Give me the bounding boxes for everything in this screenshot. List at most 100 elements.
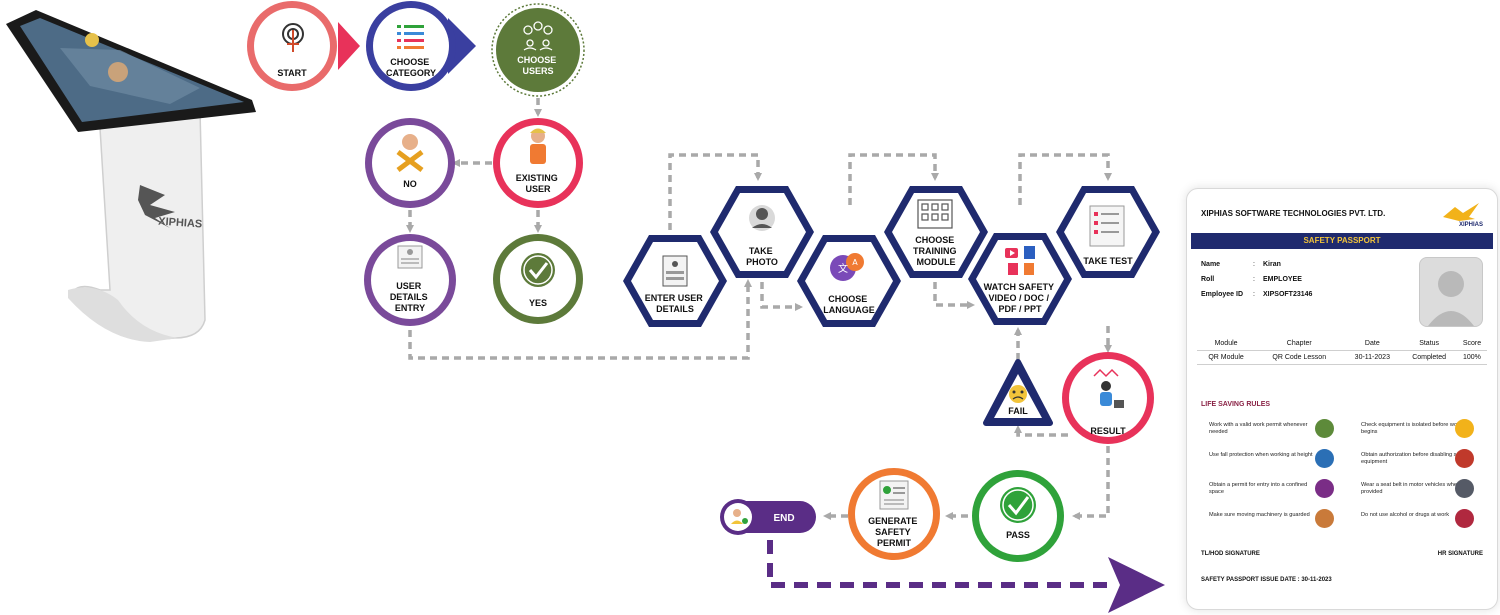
table-header: Status xyxy=(1419,340,1440,347)
choose-training-module-node[interactable]: CHOOSE TRAINING MODULE xyxy=(884,186,988,278)
pass-check-icon xyxy=(1000,487,1036,523)
svg-text:PASS: PASS xyxy=(1006,530,1030,540)
final-connector xyxy=(767,540,1165,613)
avatar-placeholder-icon xyxy=(1428,271,1474,326)
table-cell: Completed xyxy=(1401,350,1457,365)
svg-text:CHOOSE USERS: CHOOSE USERS xyxy=(517,55,559,76)
rule-item: Do not use alcohol or drugs at work xyxy=(1361,512,1449,518)
svg-text:YES: YES xyxy=(529,298,547,308)
rule-item: Check equipment is isolated before work … xyxy=(1361,422,1462,435)
start-label: START xyxy=(277,68,307,78)
table-header: Score xyxy=(1462,340,1482,347)
watch-safety-node[interactable]: WATCH SAFETY VIDEO / DOC / PDF / PPT xyxy=(968,233,1072,325)
choose-users-label-2: USERS xyxy=(522,66,553,76)
table-header: Chapter xyxy=(1286,340,1312,347)
no-node[interactable]: NO xyxy=(365,118,455,208)
svg-text:NO: NO xyxy=(403,179,417,189)
start-node[interactable]: START xyxy=(247,1,360,91)
choose-category-node[interactable]: CHOOSE CATEGORY xyxy=(366,1,476,91)
hod-signature-label: TL/HOD SIGNATURE xyxy=(1201,551,1260,557)
passport-photo xyxy=(1419,257,1483,327)
choose-category-label-1: CHOOSE xyxy=(390,57,429,67)
big-arrow-head xyxy=(1108,557,1165,613)
user-details-entry-node[interactable]: USER DETAILS ENTRY xyxy=(364,234,456,326)
isolation-icon xyxy=(1455,419,1474,438)
svg-text:CHOOSE LANGUAGE: CHOOSE LANGUAGE xyxy=(823,294,875,315)
media-files-icon xyxy=(1005,246,1035,275)
rule-item: Obtain a permit for entry into a confine… xyxy=(1209,482,1308,495)
list-icon xyxy=(397,25,424,49)
existing-user-label-2: USER xyxy=(525,184,551,194)
choose-category-label-2: CATEGORY xyxy=(386,68,436,78)
seat-belt-icon xyxy=(1455,479,1474,498)
result-node[interactable]: RESULT xyxy=(1062,352,1154,444)
choose-language-node[interactable]: 文 A CHOOSE LANGUAGE xyxy=(797,235,901,327)
fall-protection-icon xyxy=(1315,449,1334,468)
take-test-label: TAKE TEST xyxy=(1083,256,1133,266)
take-test-node[interactable]: TAKE TEST xyxy=(1056,186,1160,278)
svg-text:GENERATE SAFETY PE: GENERATE SAFETY PERMIT xyxy=(868,516,920,548)
generate-label-3: PERMIT xyxy=(877,538,912,548)
svg-text:ENTER USER DETAILS: ENTER USER DETAILS xyxy=(645,293,706,314)
passport-company: XIPHIAS SOFTWARE TECHNOLOGIES PVT. LTD. xyxy=(1201,209,1386,218)
users-icon xyxy=(523,21,553,51)
svg-text:USER DETAILS ENTRY: USER DETAILS ENTRY xyxy=(390,281,430,313)
fail-label: FAIL xyxy=(1008,406,1028,416)
choose-training-label-2: TRAINING xyxy=(913,246,957,256)
info-label: Employee ID xyxy=(1201,291,1244,298)
table-header: Module xyxy=(1214,340,1238,347)
touch-icon xyxy=(282,23,304,52)
table-row: QR Module QR Code Lesson 30-11-2023 Comp… xyxy=(1197,350,1487,365)
rule-item: Wear a seat belt in motor vehicles when … xyxy=(1361,482,1461,495)
user-details-entry-label-2: DETAILS xyxy=(390,292,428,302)
take-photo-node[interactable]: TAKE PHOTO xyxy=(710,186,814,278)
passport-table: Module Chapter Date Status Score QR Modu… xyxy=(1197,337,1487,365)
worker-icon xyxy=(530,128,546,164)
svg-text:START: START xyxy=(277,68,307,78)
rule-item: Obtain authorization before disabling sa… xyxy=(1361,452,1469,465)
watch-safety-label-2: VIDEO / DOC / xyxy=(988,293,1049,303)
user-details-entry-label-1: USER xyxy=(396,281,422,291)
svg-text:FAIL: FAIL xyxy=(1008,406,1028,416)
fail-node[interactable]: FAIL xyxy=(983,359,1053,426)
translate-icon: 文 A xyxy=(830,253,864,281)
choose-language-label-1: CHOOSE xyxy=(828,294,867,304)
login-form-icon xyxy=(662,255,688,287)
choose-training-label-3: MODULE xyxy=(917,257,956,267)
yes-node[interactable]: YES xyxy=(493,234,583,324)
check-icon xyxy=(521,253,555,287)
enter-user-details-label-1: ENTER USER xyxy=(645,293,704,303)
rule-item: Make sure moving machinery is guarded xyxy=(1209,512,1310,518)
end-node[interactable]: END xyxy=(720,499,816,535)
pass-label: PASS xyxy=(1006,530,1030,540)
user-details-entry-label-3: ENTRY xyxy=(395,303,425,313)
yes-label: YES xyxy=(529,298,547,308)
issue-date: SAFETY PASSPORT ISSUE DATE : 30-11-2023 xyxy=(1201,577,1332,583)
confined-space-icon xyxy=(1315,479,1334,498)
enter-user-details-label-2: DETAILS xyxy=(656,304,694,314)
existing-user-node[interactable]: EXISTING USER xyxy=(493,118,583,208)
generate-label-1: GENERATE xyxy=(868,516,917,526)
cross-arms-icon xyxy=(396,134,424,172)
result-person-icon xyxy=(1093,368,1124,408)
svg-text:RESULT: RESULT xyxy=(1090,426,1126,436)
end-person-icon xyxy=(731,509,748,524)
table-header: Date xyxy=(1364,340,1380,347)
info-value: Kiran xyxy=(1263,261,1281,268)
choose-users-node[interactable]: CHOOSE USERS xyxy=(491,3,585,97)
hr-signature-label: HR SIGNATURE xyxy=(1437,551,1483,557)
generate-safety-permit-node[interactable]: GENERATE SAFETY PERMIT xyxy=(848,468,940,560)
result-label: RESULT xyxy=(1090,426,1126,436)
take-photo-label-1: TAKE xyxy=(749,246,773,256)
rule-item: Use fall protection when working at heig… xyxy=(1209,452,1313,458)
permit-card-icon xyxy=(879,480,909,510)
rule-item: Work with a valid work permit whenever n… xyxy=(1209,422,1308,435)
kiosk-illustration: XIPHIAS xyxy=(6,10,256,342)
enter-user-details-node[interactable]: ENTER USER DETAILS xyxy=(623,235,727,327)
info-label: Name xyxy=(1201,261,1221,268)
take-photo-label-2: PHOTO xyxy=(746,257,778,267)
info-value: XIPSOFT23146 xyxy=(1263,291,1313,298)
authorization-icon xyxy=(1455,449,1474,468)
svg-text:EXISTING USER: EXISTING USER xyxy=(516,173,561,194)
pass-node[interactable]: PASS xyxy=(972,470,1064,562)
